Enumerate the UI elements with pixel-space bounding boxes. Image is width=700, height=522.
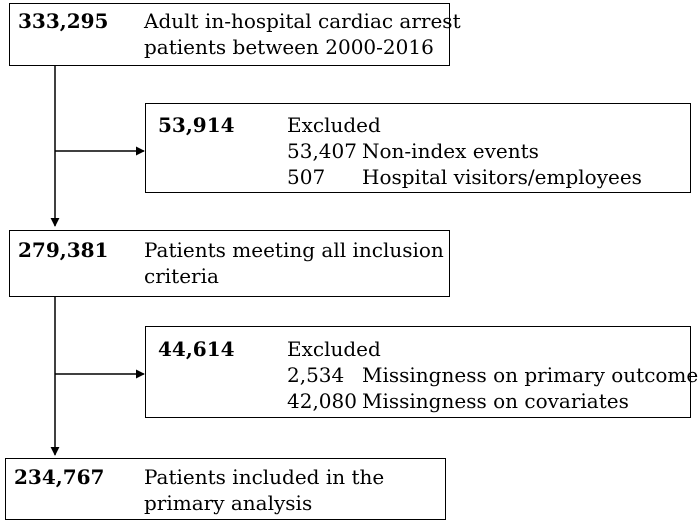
exclusion-2-item-2-reason: Missingness on covariates (362, 389, 629, 413)
exclusion-2-item-1-count: 2,534 (287, 363, 345, 387)
exclusion-box-2: 44,614 Excluded 2,534 Missingness on pri… (145, 326, 698, 418)
step-2-line-1: Patients meeting all inclusion (144, 238, 444, 262)
step-1-count: 333,295 (18, 9, 109, 33)
exclusion-2-item-1-reason: Missingness on primary outcome (362, 363, 699, 387)
exclusion-2-count: 44,614 (158, 337, 235, 361)
exclusion-box-1: 53,914 Excluded 53,407 Non-index events … (145, 103, 691, 193)
step-box-3: 234,767 Patients included in the primary… (5, 458, 446, 520)
step-1-line-2: patients between 2000-2016 (144, 35, 434, 59)
step-1-line-1: Adult in-hospital cardiac arrest (144, 9, 461, 33)
step-2-line-2: criteria (144, 264, 219, 288)
exclusion-1-count: 53,914 (158, 113, 235, 137)
step-3-count: 234,767 (14, 465, 105, 489)
step-box-2: 279,381 Patients meeting all inclusion c… (9, 230, 450, 297)
exclusion-1-item-1-count: 53,407 (287, 139, 357, 163)
step-3-line-1: Patients included in the (144, 465, 385, 489)
step-3-line-2: primary analysis (144, 491, 313, 515)
step-2-count: 279,381 (18, 238, 109, 262)
exclusion-1-item-2-count: 507 (287, 165, 326, 189)
exclusion-1-heading: Excluded (287, 113, 381, 137)
exclusion-1-item-1-reason: Non-index events (362, 139, 539, 163)
exclusion-2-heading: Excluded (287, 337, 381, 361)
exclusion-2-item-2-count: 42,080 (287, 389, 357, 413)
step-box-1: 333,295 Adult in-hospital cardiac arrest… (9, 3, 461, 66)
exclusion-1-item-2-reason: Hospital visitors/employees (362, 165, 642, 189)
